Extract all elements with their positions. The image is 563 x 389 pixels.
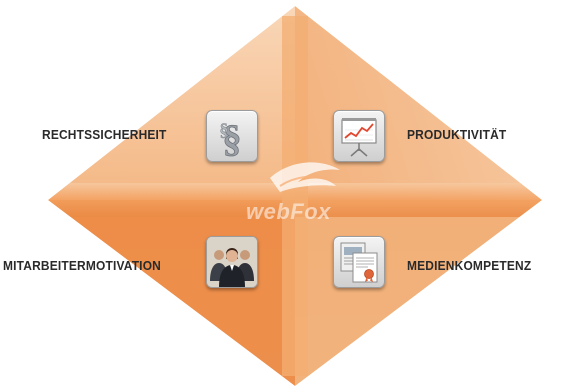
- fox-swoosh-logo: [270, 162, 340, 192]
- fox-swoosh-logo-inner: [279, 175, 331, 187]
- corner-mask-tl: [0, 0, 295, 200]
- team-people-icon: [207, 237, 257, 287]
- label-produktivitaet: PRODUKTIVITÄT: [407, 127, 507, 142]
- corner-mask-bl: [0, 200, 295, 389]
- vertical-band: [282, 16, 308, 376]
- tile-rechtssicherheit: § §: [206, 110, 258, 162]
- brand-watermark: webFox: [246, 183, 366, 224]
- tile-medienkompetenz: [333, 236, 385, 288]
- label-mitarbeitermotivation: MITARBEITERMOTIVATION: [3, 258, 162, 273]
- label-medienkompetenz: MEDIENKOMPETENZ: [407, 258, 532, 273]
- svg-text:§: §: [220, 120, 229, 140]
- tile-produktivitaet: [333, 110, 385, 162]
- brand-text: webFox: [246, 199, 331, 224]
- corner-mask-br: [295, 200, 563, 389]
- corner-mask-tr: [295, 0, 563, 200]
- svg-text:§: §: [223, 118, 242, 160]
- paragraph-law-icon: § §: [219, 118, 242, 161]
- label-rechtssicherheit: RECHTSSICHERHEIT: [42, 127, 167, 142]
- documents-certificate-icon: [340, 242, 378, 283]
- presentation-chart-icon: [341, 118, 377, 157]
- tile-mitarbeitermotivation: [206, 236, 258, 288]
